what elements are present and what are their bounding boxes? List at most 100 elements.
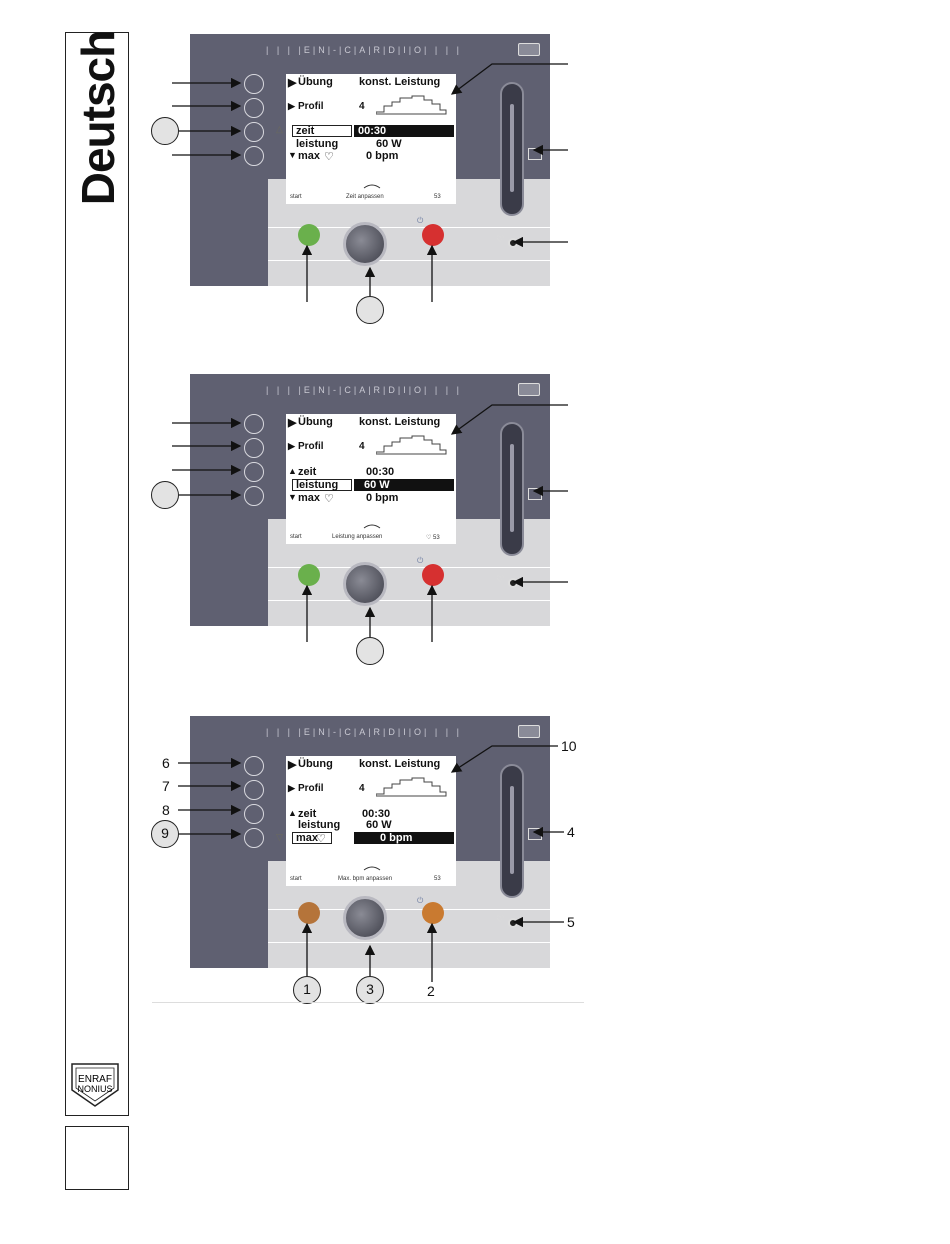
stop-button[interactable] <box>422 564 444 586</box>
display-screen: ▶ Übung konst. Leistung ▶ Profil 4 ▲ zei… <box>276 756 456 886</box>
side-button-3[interactable] <box>244 122 264 142</box>
brand-badge-icon <box>518 43 540 56</box>
brand-badge-icon <box>518 725 540 738</box>
side-button-1[interactable] <box>244 414 264 434</box>
knob-hint-icon <box>363 866 381 871</box>
softkey-left: start <box>290 194 302 200</box>
callout-circle <box>356 296 384 324</box>
profil-value: 4 <box>359 783 365 794</box>
brand-label: | | | |E|N|-|C|A|R|D|I|O| | | | <box>266 45 462 55</box>
callout-8: 8 <box>162 802 170 818</box>
side-button-3[interactable] <box>244 462 264 482</box>
side-button-4[interactable] <box>244 828 264 848</box>
start-button[interactable] <box>298 902 320 924</box>
uebung-value: konst. Leistung <box>359 76 441 88</box>
side-button-1[interactable] <box>244 756 264 776</box>
device-figure-3: | | | |E|N|-|C|A|R|D|I|O| | | | ▶ Übung … <box>190 716 550 968</box>
softkey-center: Max. bpm anpassen <box>338 876 393 882</box>
callout-1: 1 <box>293 976 321 1004</box>
brand-label: | | | |E|N|-|C|A|R|D|I|O| | | | <box>266 727 462 737</box>
uebung-label: Übung <box>298 76 333 88</box>
side-button-4[interactable] <box>244 486 264 506</box>
callout-circle <box>356 637 384 665</box>
logo-line1: ENRAF <box>78 1074 112 1085</box>
profil-value: 4 <box>359 441 365 452</box>
side-button-2[interactable] <box>244 98 264 118</box>
heart-icon: ♡ <box>496 914 505 924</box>
heart-icon: ♡ <box>316 833 326 845</box>
callout-6: 6 <box>162 755 170 771</box>
down-triangle-icon: ▼ <box>288 492 297 502</box>
side-button-1[interactable] <box>244 74 264 94</box>
rotary-knob[interactable] <box>343 222 387 266</box>
rotary-knob[interactable] <box>343 896 387 940</box>
profil-label: Profil <box>298 783 324 794</box>
callout-4: 4 <box>567 824 575 840</box>
softkey-center: Leistung anpassen <box>332 534 383 540</box>
heart-icon: ♡ <box>496 234 505 244</box>
max-label[interactable]: max <box>292 832 332 844</box>
side-button-3[interactable] <box>244 804 264 824</box>
callout-7: 7 <box>162 778 170 794</box>
menu-arrow-icon: ▶ <box>288 77 297 89</box>
enraf-nonius-logo: ENRAF NONIUS <box>68 1060 122 1115</box>
up-triangle-icon: ▲ <box>288 808 297 818</box>
profile-graph-icon <box>376 95 447 115</box>
max-value: 0 bpm <box>366 150 399 162</box>
handlebar-slot <box>500 422 524 556</box>
start-button[interactable] <box>298 224 320 246</box>
softkey-right: 53 <box>434 194 441 200</box>
handlebar-slot <box>500 82 524 216</box>
stop-button[interactable] <box>422 902 444 924</box>
leistung-label: leistung <box>298 819 341 831</box>
rotary-knob[interactable] <box>343 562 387 606</box>
heart-icon: ♡ <box>324 151 334 163</box>
callout-2: 2 <box>427 983 435 999</box>
leistung-label[interactable]: leistung <box>292 479 352 491</box>
down-triangle-icon: ▽ <box>276 832 283 842</box>
down-triangle-icon: ▼ <box>288 150 297 160</box>
menu-arrow-icon: ▶ <box>288 759 297 771</box>
zeit-value: 00:30 <box>366 466 395 478</box>
zeit-label: zeit <box>298 466 317 478</box>
stop-button[interactable] <box>422 224 444 246</box>
side-button-2[interactable] <box>244 438 264 458</box>
uebung-value: konst. Leistung <box>359 416 441 428</box>
uebung-label: Übung <box>298 758 333 770</box>
profile-graph-icon <box>376 435 447 455</box>
start-button[interactable] <box>298 564 320 586</box>
up-triangle-icon: ▲ <box>288 466 297 476</box>
menu-arrow-icon: ▶ <box>288 783 295 793</box>
profile-graph-icon <box>376 777 447 797</box>
divider <box>152 1002 584 1003</box>
sidebar: Deutsch <box>65 31 129 1116</box>
side-button-2[interactable] <box>244 780 264 800</box>
softkey-left: start <box>290 534 302 540</box>
callout-9: 9 <box>151 820 179 848</box>
zeit-label: zeit <box>298 808 317 820</box>
callout-circle <box>151 481 179 509</box>
logo-line2: NONIUS <box>77 1084 112 1094</box>
power-icon: ⏻ <box>417 556 424 565</box>
side-button-4[interactable] <box>244 146 264 166</box>
uebung-value: konst. Leistung <box>359 758 441 770</box>
heart-icon: ♡ <box>496 574 505 584</box>
power-icon: ⏻ <box>417 896 424 905</box>
brand-label: | | | |E|N|-|C|A|R|D|I|O| | | | <box>266 385 462 395</box>
knob-hint-icon <box>363 184 381 189</box>
leistung-label: leistung <box>296 138 339 150</box>
menu-arrow-icon: ▶ <box>288 417 297 429</box>
callout-circle <box>151 117 179 145</box>
device-figure-1: | | | |E|N|-|C|A|R|D|I|O| | | | ▶ Übung … <box>190 34 550 286</box>
page-number-box <box>65 1126 129 1190</box>
brand-badge-icon <box>518 383 540 396</box>
device-figure-2: | | | |E|N|-|C|A|R|D|I|O| | | | ▶ Übung … <box>190 374 550 626</box>
menu-arrow-icon: ▶ <box>288 441 295 451</box>
max-label: max <box>298 150 321 162</box>
handlebar-slot <box>500 764 524 898</box>
profil-value: 4 <box>359 101 365 112</box>
zeit-label[interactable]: zeit <box>292 125 352 137</box>
display-screen: ▶ Übung konst. Leistung ▶ Profil 4 △ zei… <box>276 74 456 204</box>
max-value: 0 bpm <box>366 492 399 504</box>
